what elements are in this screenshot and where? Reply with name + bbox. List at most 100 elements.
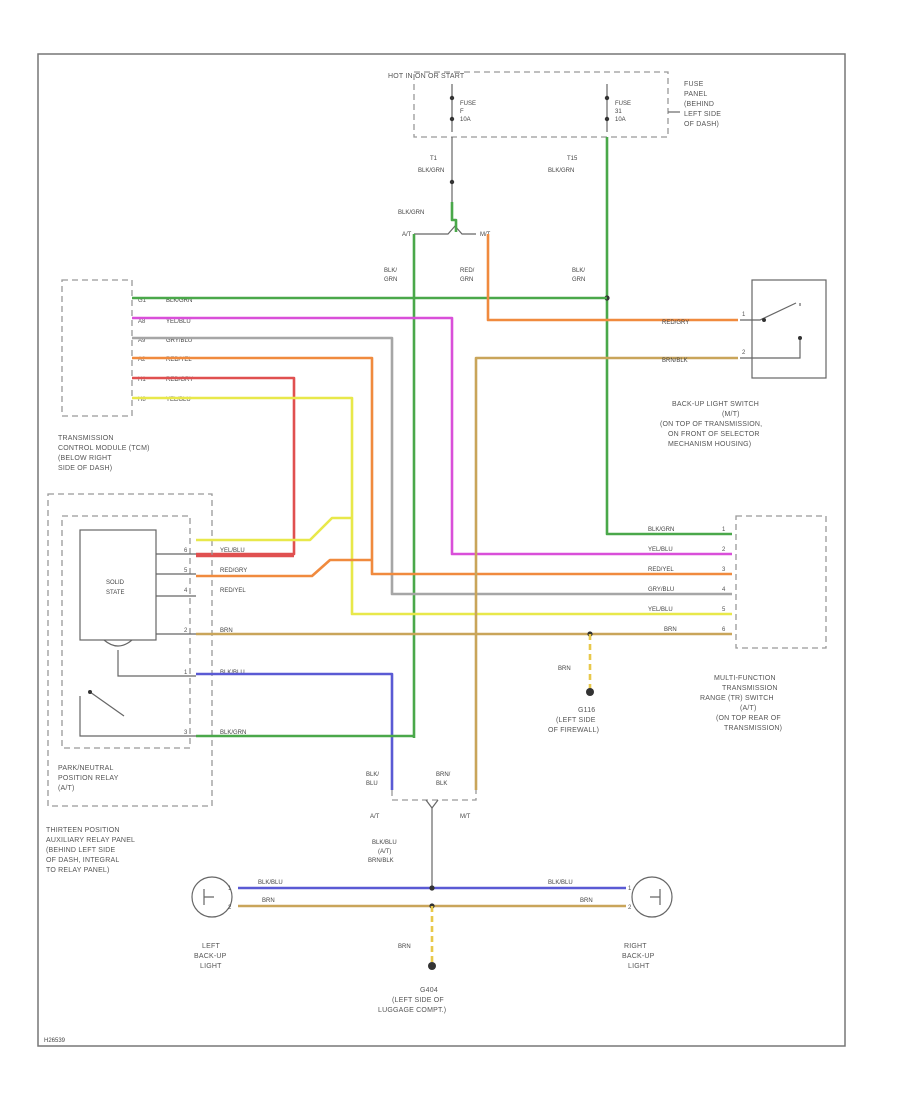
fuse-left-l2: F [460,109,464,115]
fuse-left-top-node [449,95,455,101]
svg-text:RANGE (TR) SWITCH: RANGE (TR) SWITCH [700,695,774,702]
right-light-pin-2: 2 [628,905,632,911]
svg-text:BLK/: BLK/ [366,772,379,778]
vlabel-3: BLK/ GRN [572,268,585,283]
fuse-right-l3: 10A [615,117,626,123]
svg-text:YEL/BLU: YEL/BLU [166,319,191,325]
svg-text:BACK-UP: BACK-UP [622,953,655,960]
svg-text:(BEHIND LEFT SIDE: (BEHIND LEFT SIDE [46,847,116,854]
ground-g116-icon [586,688,594,696]
svg-text:BACK-UP LIGHT SWITCH: BACK-UP LIGHT SWITCH [672,401,759,408]
svg-text:TRANSMISSION): TRANSMISSION) [724,725,782,732]
svg-text:GRN: GRN [384,277,397,283]
fuse-panel-outline [413,71,669,138]
svg-text:YEL/BLU: YEL/BLU [166,397,191,403]
svg-text:GRY/BLU: GRY/BLU [166,338,192,344]
park-neutral-relay-outline [61,515,191,749]
svg-text:BLK/GRN: BLK/GRN [166,298,192,304]
relay-coil-link [117,650,196,677]
svg-text:BLK/GRN: BLK/GRN [220,730,246,736]
svg-text:MULTI-FUNCTION: MULTI-FUNCTION [714,675,776,682]
junction-left-label: BLK/ BLU [366,772,379,787]
wire-relay-4 [196,558,372,578]
lights-bottom-wire-right: BRN [580,898,593,904]
junction-selector-mark [425,799,439,809]
mfs-pins: 1 2 3 4 5 6 [722,527,726,633]
relay-pin-stubs [156,553,196,635]
svg-text:2: 2 [722,547,726,553]
mfs-wire-labels: BLK/GRN YEL/BLU RED/YEL GRY/BLU YEL/BLU … [648,527,677,633]
splice-t2-wire: BLK/GRN [548,168,574,174]
svg-text:BLK/GRN: BLK/GRN [648,527,674,533]
svg-text:A2: A2 [138,357,146,363]
svg-text:BLK/BLU: BLK/BLU [372,840,397,846]
vlabel-1: BLK/ GRN [384,268,397,283]
backup-pin-1: 1 [742,312,746,318]
lights-top-wire-left: BLK/BLU [258,880,283,886]
svg-text:FUSE: FUSE [684,81,704,88]
svg-text:6: 6 [184,548,188,554]
svg-text:YEL/BLU: YEL/BLU [648,607,673,613]
relay-label: PARK/NEUTRAL POSITION RELAY (A/T) [58,765,119,792]
splice-t2-id: T15 [567,156,578,162]
tcm-label: TRANSMISSION CONTROL MODULE (TCM) (BELOW… [58,435,150,472]
ground-g404-icon [428,962,436,970]
svg-text:GRN: GRN [460,277,473,283]
backup-pin-2: 2 [742,350,746,356]
svg-text:4: 4 [184,588,188,594]
wire-tcm-h1 [132,376,296,556]
footer-code: H26539 [44,1038,66,1044]
wire-tcm-a2 [132,356,732,576]
svg-text:BACK-UP: BACK-UP [194,953,227,960]
svg-text:RED/GRY: RED/GRY [166,377,193,383]
solid-state-l2: STATE [106,590,124,596]
svg-text:ON FRONT OF SELECTOR: ON FRONT OF SELECTOR [668,431,760,438]
solid-state-l1: SOLID [106,580,125,586]
svg-text:(A/T): (A/T) [58,785,75,792]
svg-text:RIGHT: RIGHT [624,943,647,950]
fuse-right-top-node [604,95,610,101]
svg-text:RED/: RED/ [460,268,475,274]
svg-text:A8: A8 [138,319,146,325]
svg-text:H1: H1 [138,377,146,383]
left-light-pin-1: 1 [228,886,232,892]
wire-relay-6 [196,516,352,542]
svg-text:5: 5 [184,568,188,574]
svg-text:(M/T): (M/T) [722,411,740,418]
hot-label: HOT IN ON OR START [388,73,465,80]
svg-text:(A/T): (A/T) [378,849,391,855]
fuse-panel-label: FUSE PANEL (BEHIND LEFT SIDE OF DASH) [684,81,721,128]
svg-text:CONTROL MODULE (TCM): CONTROL MODULE (TCM) [58,445,150,452]
aux-relay-panel-label: THIRTEEN POSITION AUXILIARY RELAY PANEL … [46,827,135,874]
tcm-outline [61,279,133,417]
backup-wire-2: BRN/BLK [662,358,688,364]
wire-relay-1-blkblu [196,672,394,790]
left-backup-light-filament [203,889,214,905]
svg-text:RED/GRY: RED/GRY [220,568,247,574]
junction-down-label: BLK/BLU (A/T) BRN/BLK [368,840,397,864]
backup-switch-contact [740,302,801,321]
right-light-label: RIGHT BACK-UP LIGHT [622,943,655,970]
svg-text:LEFT: LEFT [202,943,220,950]
svg-text:4: 4 [722,587,726,593]
am-selector-bar [414,225,476,235]
mt-select: M/T [480,232,491,238]
svg-text:AUXILIARY RELAY PANEL: AUXILIARY RELAY PANEL [46,837,135,844]
wire-blkgrn-top [450,202,458,232]
mfs-outline [735,515,827,649]
wire-brnblk-bus [474,356,738,790]
g116-wire: BRN [558,666,571,672]
tcm-pins: G1 A8 A9 A2 H1 H8 [138,298,147,403]
wire-redgrn-bus [486,234,738,322]
g116-l2: OF FIREWALL) [548,727,599,734]
fuse-right-bottom-node [604,116,610,122]
splice-t1 [449,179,455,185]
left-backup-light-icon [191,876,233,918]
fuse-left-l3: 10A [460,117,471,123]
wire-tcm-h8 [132,396,732,616]
svg-text:BRN/BLK: BRN/BLK [368,858,394,864]
svg-text:PARK/NEUTRAL: PARK/NEUTRAL [58,765,114,772]
svg-text:THIRTEEN POSITION: THIRTEEN POSITION [46,827,120,834]
svg-text:OF DASH): OF DASH) [684,121,719,128]
right-light-pin-1: 1 [628,886,632,892]
